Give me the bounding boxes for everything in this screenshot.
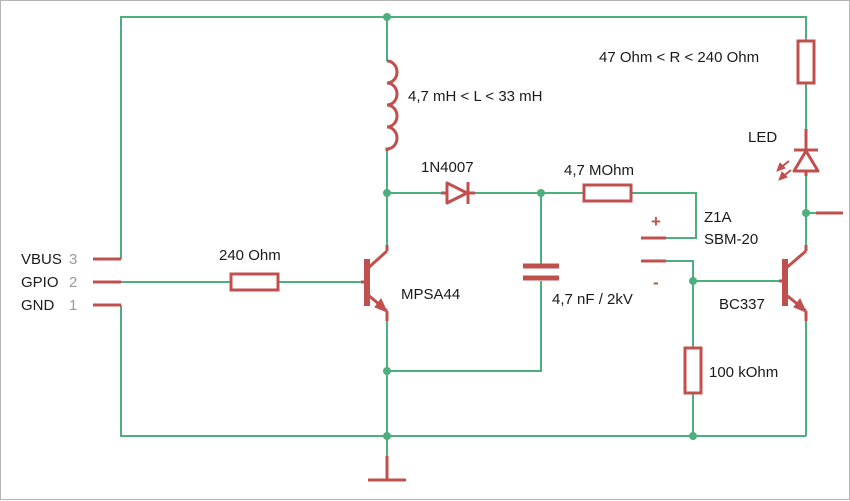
led: LED (748, 129, 820, 181)
load-resistor: 100 kOhm (683, 346, 778, 395)
junction-dot (689, 432, 697, 440)
junction-dot (802, 209, 810, 217)
connector: VBUS 3 GPIO 2 GND 1 (21, 251, 121, 314)
transistor-q1: MPSA44 (361, 245, 460, 321)
junction-dot (689, 277, 697, 285)
diode: 1N4007 (421, 159, 475, 205)
transistor-q2: BC337 (719, 245, 808, 321)
pin-label-vbus: VBUS (21, 251, 62, 268)
series-resistor: 4,7 MOhm (564, 162, 634, 203)
inductor: 4,7 mH < L < 33 mH (385, 59, 543, 151)
capacitor: 4,7 nF / 2kV (523, 263, 633, 308)
pin-number-gnd: 1 (69, 297, 77, 314)
tube-ref-label: Z1A (704, 209, 732, 226)
pin-label-gnd: GND (21, 297, 55, 314)
junction-dot (383, 13, 391, 21)
diode-label: 1N4007 (421, 159, 474, 176)
pin-label-gpio: GPIO (21, 274, 59, 291)
tube-minus-sign: - (653, 273, 659, 292)
geiger-tube: + - Z1A SBM-20 (641, 209, 758, 292)
q1-label: MPSA44 (401, 286, 460, 303)
pin-number-vbus: 3 (69, 251, 77, 268)
tube-plus-sign: + (651, 212, 661, 231)
base-resistor: 240 Ohm (219, 247, 281, 292)
tube-type-label: SBM-20 (704, 231, 758, 248)
junction-dots (383, 13, 810, 440)
series-resistor-label: 4,7 MOhm (564, 162, 634, 179)
pin-number-gpio: 2 (69, 274, 77, 291)
junction-dot (537, 189, 545, 197)
inductor-label: 4,7 mH < L < 33 mH (408, 88, 543, 105)
q2-label: BC337 (719, 296, 765, 313)
led-resistor-label: 47 Ohm < R < 240 Ohm (599, 49, 759, 66)
capacitor-label: 4,7 nF / 2kV (552, 291, 633, 308)
ground-symbol (368, 456, 406, 482)
junction-dot (383, 432, 391, 440)
led-label: LED (748, 129, 777, 146)
top-rail-wire (120, 16, 807, 259)
junction-dot (383, 189, 391, 197)
junction-dot (383, 367, 391, 375)
load-resistor-label: 100 kOhm (709, 364, 778, 381)
base-resistor-label: 240 Ohm (219, 247, 281, 264)
led-resistor: 47 Ohm < R < 240 Ohm (599, 39, 816, 85)
